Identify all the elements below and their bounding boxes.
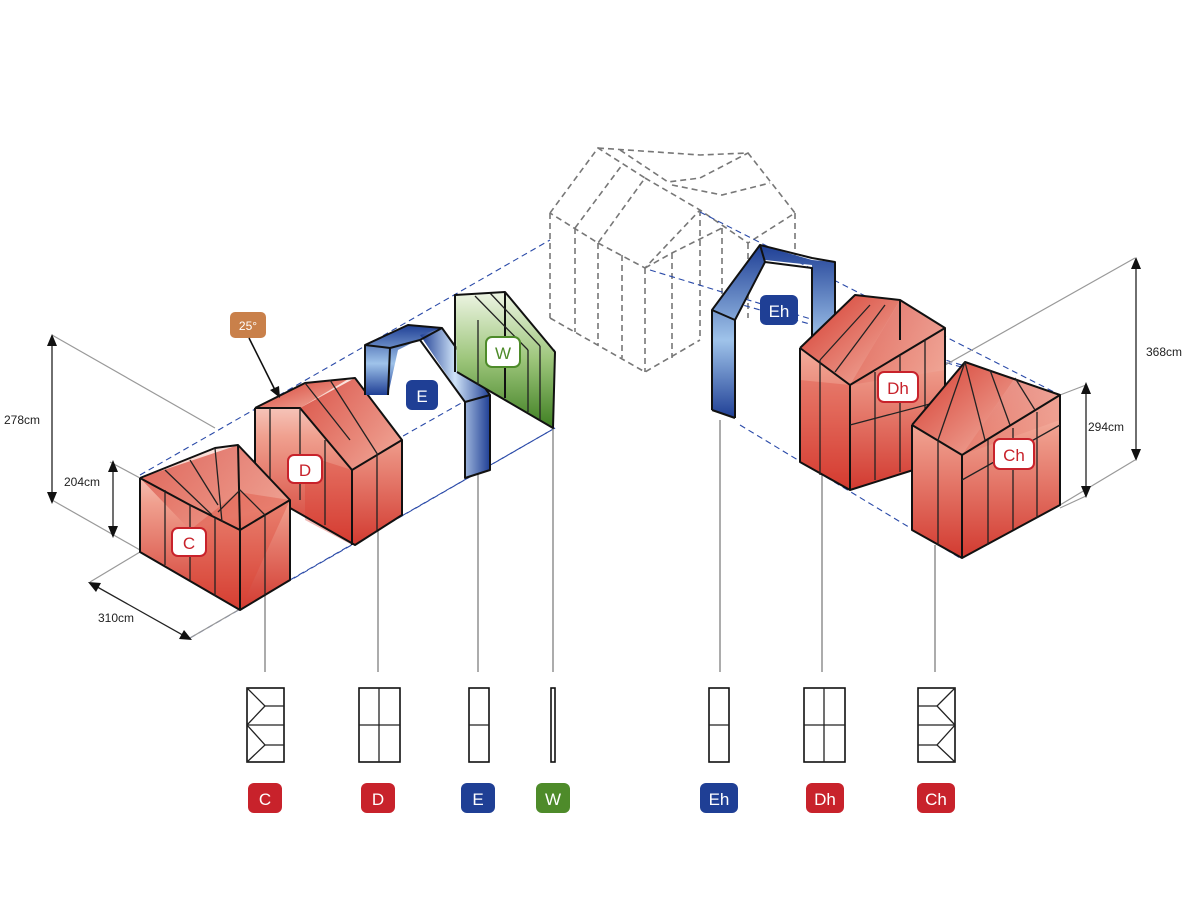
label-w-box: W: [485, 336, 521, 368]
legend-badge-label: Dh: [814, 790, 836, 809]
legend-badge-e: E: [461, 783, 495, 813]
dim-278cm: 278cm: [4, 413, 40, 427]
legend-badge-label: Eh: [709, 790, 730, 809]
plan-icon-dh: [803, 687, 846, 763]
label-dh-text: Dh: [887, 379, 909, 398]
module-eh-right: [711, 244, 836, 419]
legend-badge-bg: [248, 783, 282, 813]
plan-icon-w: [550, 687, 556, 763]
module-dh-right: [799, 294, 946, 491]
legend-badge-dh: Dh: [806, 783, 844, 813]
label-e-box: E: [406, 380, 438, 410]
plan-icon-ch: [917, 687, 956, 763]
legend-badge-bg: [806, 783, 844, 813]
label-w-text: W: [495, 344, 511, 363]
plan-icon-c: [246, 687, 285, 763]
label-dh-box: Dh: [877, 371, 919, 403]
label-e-text: E: [416, 387, 427, 406]
label-eh-box: Eh: [760, 295, 798, 325]
dim-294cm: 294cm: [1088, 420, 1124, 434]
dim-204cm: 204cm: [64, 475, 100, 489]
label-ch-box: Ch: [993, 438, 1035, 470]
ghost-corner-structure: [549, 146, 797, 373]
legend-badge-label: Ch: [925, 790, 947, 809]
module-e-left: [364, 324, 491, 479]
label-c-box: C: [171, 527, 207, 557]
legend-badge-bg: [536, 783, 570, 813]
legend-badge-bg: [700, 783, 738, 813]
module-ch-right: [911, 361, 1061, 559]
label-d-text: D: [299, 461, 311, 480]
dimension-guides: [47, 257, 1141, 640]
legend-badge-label: W: [545, 790, 561, 809]
label-d-box: D: [287, 454, 323, 484]
module-d-left: [254, 377, 403, 546]
label-eh-text: Eh: [769, 302, 790, 321]
connector-lines: [264, 420, 936, 672]
roof-angle-callout: 25°: [230, 312, 280, 398]
plan-icon-d: [358, 687, 401, 763]
label-c-text: C: [183, 534, 195, 553]
legend-badge-bg: [361, 783, 395, 813]
legend-badge-label: E: [472, 790, 483, 809]
legend-badge-eh: Eh: [700, 783, 738, 813]
legend-badge-w: W: [536, 783, 570, 813]
legend-badge-d: D: [361, 783, 395, 813]
dim-310cm: 310cm: [98, 611, 134, 625]
legend-badge-bg: [461, 783, 495, 813]
plan-icon-e: [468, 687, 490, 763]
label-ch-text: Ch: [1003, 446, 1025, 465]
legend-badge-bg: [917, 783, 955, 813]
module-legend: C D E W Eh Dh Ch: [248, 783, 955, 813]
legend-badge-label: C: [259, 790, 271, 809]
legend-badge-ch: Ch: [917, 783, 955, 813]
dim-368cm: 368cm: [1146, 345, 1182, 359]
legend-badge-label: D: [372, 790, 384, 809]
roof-angle-text: 25°: [239, 319, 257, 333]
legend-badge-c: C: [248, 783, 282, 813]
plan-icon-eh: [708, 687, 730, 763]
